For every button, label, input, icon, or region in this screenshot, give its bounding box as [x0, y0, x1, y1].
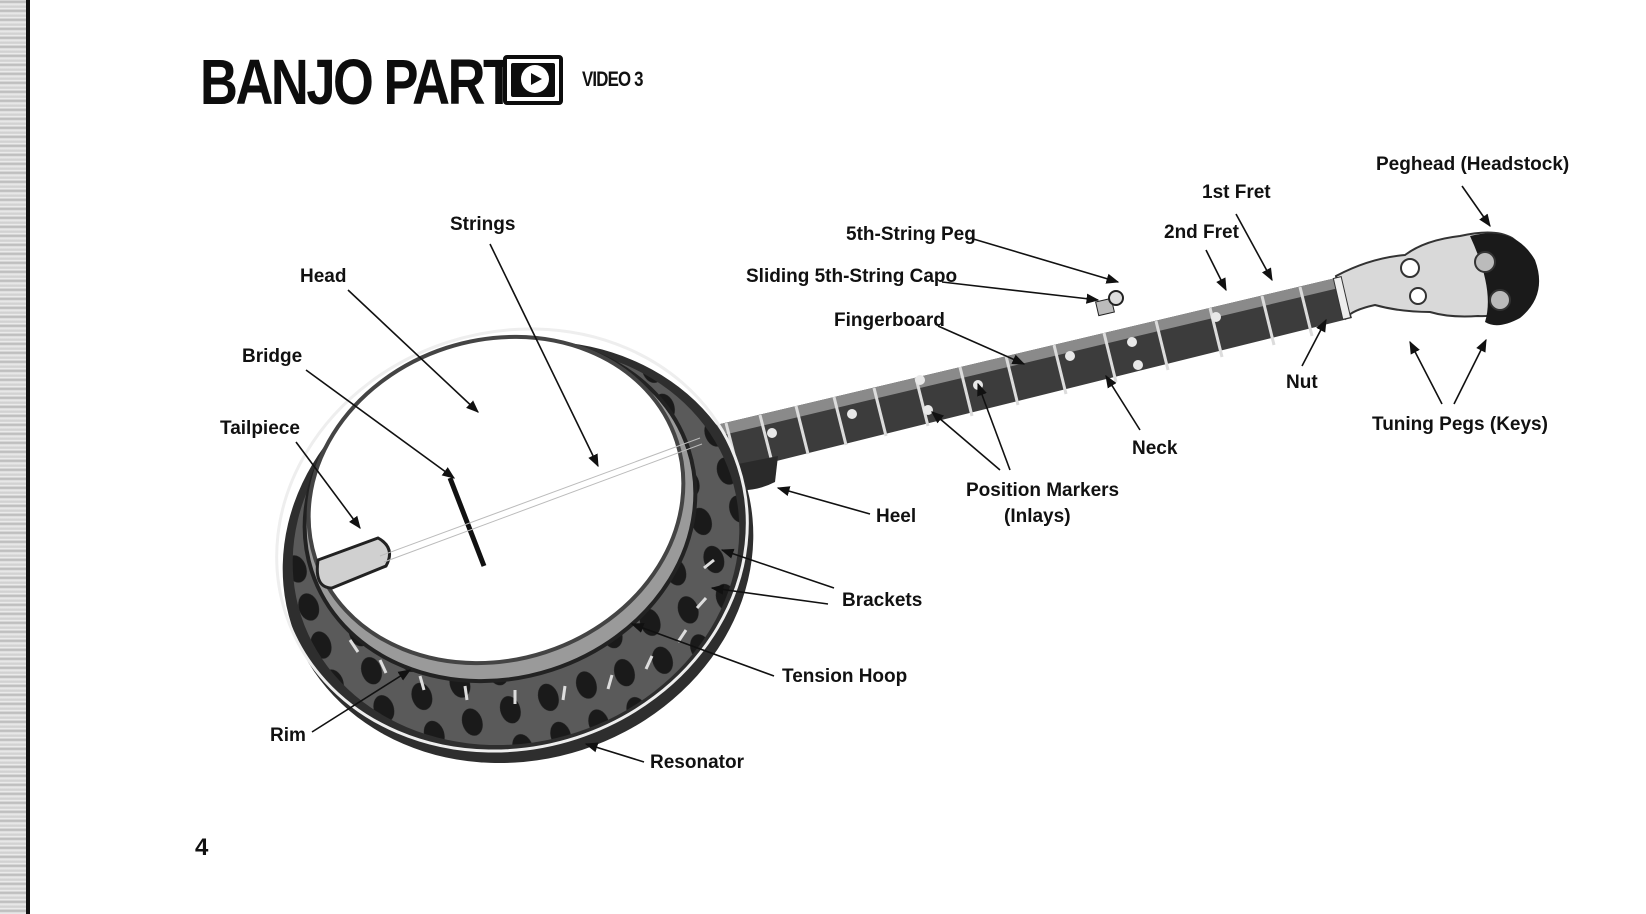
- label-fifth-string-peg: 5th-String Peg: [846, 224, 976, 245]
- position-marker-dots: [767, 312, 1221, 438]
- leader-peghead: [1461, 185, 1491, 228]
- leader-second-fret: [1205, 249, 1227, 292]
- page-border-line: [26, 0, 30, 914]
- leader-resonator: [584, 742, 645, 763]
- label-bridge: Bridge: [242, 346, 302, 367]
- bracket-marks: [348, 558, 715, 704]
- label-heel: Heel: [876, 506, 916, 527]
- page-number: 4: [195, 834, 209, 861]
- label-resonator: Resonator: [650, 752, 745, 773]
- leader-bridge: [305, 369, 456, 479]
- leader-fingerboard: [937, 325, 1026, 365]
- leader-first-fret: [1235, 213, 1273, 282]
- leader-tailpiece: [295, 441, 361, 530]
- leader-rim: [311, 669, 412, 733]
- leader-strings: [489, 243, 599, 468]
- leader-position-markers-2: [977, 382, 1011, 471]
- label-tension-hoop: Tension Hoop: [782, 666, 907, 687]
- leader-lines: [295, 185, 1491, 763]
- video-label: VIDEO 3: [582, 68, 643, 91]
- leader-position-markers-1: [931, 411, 1001, 471]
- leader-head: [347, 289, 479, 413]
- label-position-markers: Position Markers: [966, 480, 1119, 501]
- label-nut: Nut: [1286, 372, 1318, 393]
- label-fingerboard: Fingerboard: [834, 310, 945, 331]
- label-second-fret: 2nd Fret: [1164, 222, 1240, 243]
- leader-capo: [941, 281, 1100, 304]
- leader-brackets-1: [720, 548, 835, 589]
- banjo-peghead: [1332, 231, 1540, 326]
- leader-brackets-2: [710, 584, 829, 605]
- banjo-body: [275, 327, 754, 764]
- banjo-neck: [695, 277, 1352, 491]
- leader-tension-hoop: [630, 623, 775, 677]
- label-tailpiece: Tailpiece: [220, 418, 300, 439]
- label-peghead: Peghead (Headstock): [1376, 154, 1569, 175]
- label-position-markers-inlays: (Inlays): [1004, 506, 1071, 527]
- part-labels: Strings Head Bridge Tailpiece Rim Resona…: [220, 154, 1569, 773]
- label-head: Head: [300, 266, 346, 287]
- leader-tuning-pegs-2: [1453, 338, 1487, 405]
- play-video-icon[interactable]: [503, 55, 563, 105]
- label-sliding-capo: Sliding 5th-String Capo: [746, 266, 957, 287]
- label-tuning-pegs: Tuning Pegs (Keys): [1372, 414, 1548, 435]
- label-strings: Strings: [450, 214, 515, 235]
- leader-neck: [1105, 374, 1141, 431]
- leader-nut: [1301, 318, 1327, 367]
- leader-fifth-string-peg: [969, 237, 1120, 284]
- label-rim: Rim: [270, 725, 306, 746]
- page-title: BANJO PARTS: [200, 46, 548, 118]
- label-brackets: Brackets: [842, 590, 922, 611]
- label-first-fret: 1st Fret: [1202, 182, 1271, 203]
- leader-tuning-pegs-1: [1409, 340, 1443, 405]
- page-binding-edge: [0, 0, 26, 914]
- leader-heel: [776, 486, 871, 515]
- label-neck: Neck: [1132, 438, 1178, 459]
